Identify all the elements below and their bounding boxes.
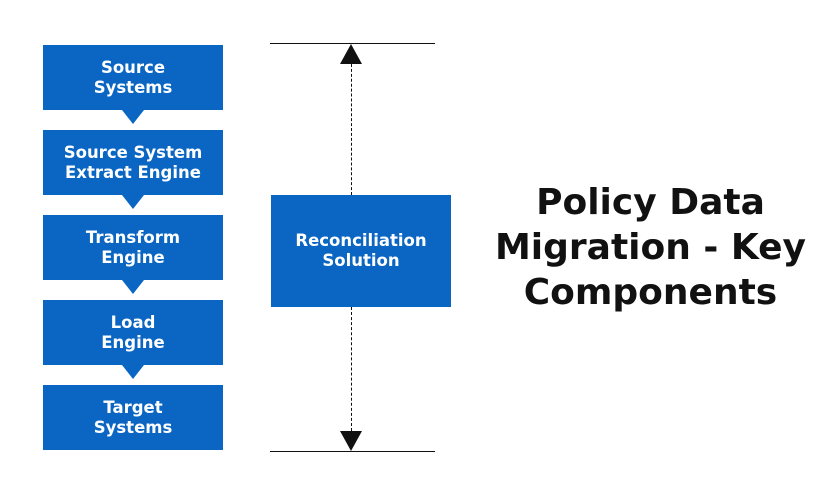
step-load-engine: Load Engine — [43, 300, 223, 365]
arrow-down-icon — [340, 431, 362, 451]
step-target-systems: Target Systems — [43, 385, 223, 450]
diagram-title: Policy Data Migration - Key Components — [478, 180, 823, 315]
top-bracket-line — [270, 43, 435, 44]
step-connector-4 — [122, 365, 144, 379]
title-line-1: Policy Data — [536, 182, 765, 223]
span-dashed-line-top — [351, 64, 352, 195]
arrow-up-icon — [340, 44, 362, 64]
step-label: Source System Extract Engine — [63, 142, 203, 182]
step-label: Transform Engine — [85, 227, 181, 267]
reconciliation-label: Reconciliation Solution — [295, 231, 427, 270]
span-dashed-line-bottom — [351, 307, 352, 431]
step-source-systems: Source Systems — [43, 45, 223, 110]
step-connector-1 — [122, 110, 144, 124]
step-label: Target Systems — [93, 397, 173, 437]
step-label: Load Engine — [101, 312, 165, 352]
title-line-2: Migration - Key — [494, 227, 807, 268]
step-extract-engine: Source System Extract Engine — [43, 130, 223, 195]
title-line-3: Components — [523, 272, 778, 313]
step-label: Source Systems — [93, 57, 173, 97]
step-transform-engine: Transform Engine — [43, 215, 223, 280]
bottom-bracket-line — [270, 451, 435, 452]
step-connector-2 — [122, 195, 144, 209]
reconciliation-solution-box: Reconciliation Solution — [271, 195, 451, 307]
step-connector-3 — [122, 280, 144, 294]
